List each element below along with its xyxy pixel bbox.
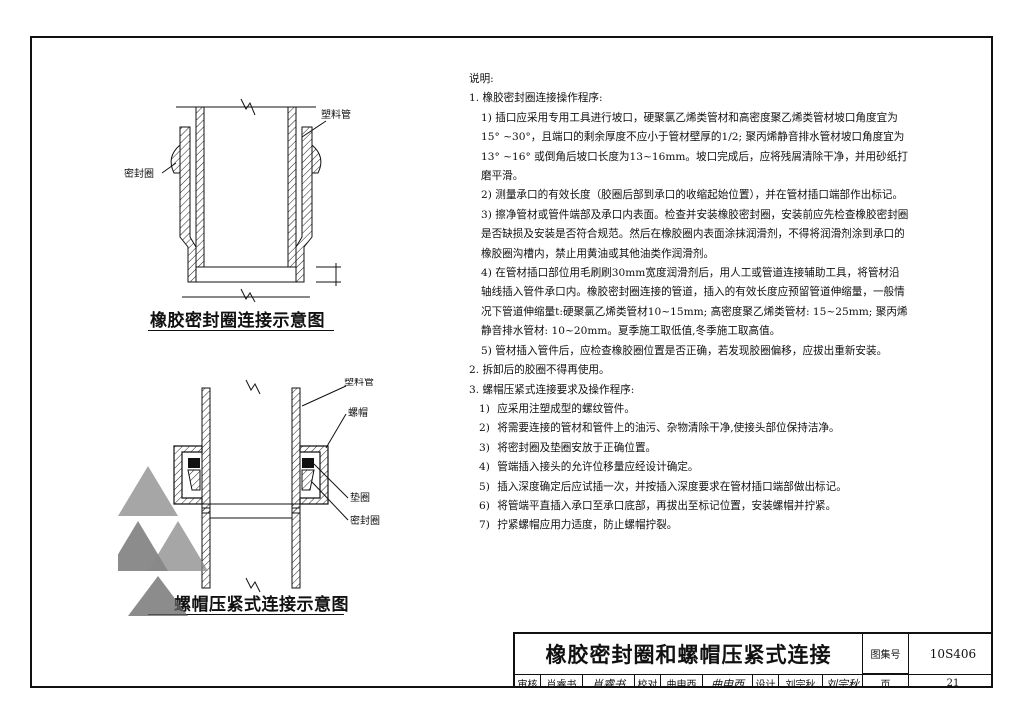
note-number: 4) bbox=[479, 461, 490, 474]
note-item: 2. 拆卸后的胶圈不得再使用。 bbox=[469, 361, 909, 380]
note-item: 4) 在管材插口部位用毛刷刷30mm宽度润滑剂后，用人工或管道连接辅助工具，将管… bbox=[469, 264, 909, 342]
note-text: 在管材插口部位用毛刷刷30mm宽度润滑剂后，用人工或管道连接辅助工具，将管材沿轴… bbox=[481, 267, 908, 338]
note-number: 3) bbox=[481, 208, 492, 221]
pipe-wall-right bbox=[291, 387, 301, 514]
page-number: 21 bbox=[946, 678, 960, 688]
note-number: 5) bbox=[479, 480, 490, 493]
signature-row: 审核 肖睿书 肖睿书 校对 曲申西 曲申西 设计 刘宗秋 刘宗秋 页 21 bbox=[515, 674, 991, 688]
gasket-left bbox=[188, 458, 200, 468]
note-number: 6) bbox=[479, 499, 490, 512]
note-item: 1) 应采用注塑成型的螺纹管件。 bbox=[469, 400, 909, 419]
note-item: 6) 将管端平直插入承口至承口底部，再拔出至标记位置，安装螺帽并拧紧。 bbox=[469, 497, 909, 516]
drawing-sheet: 密封圈 塑料管 橡胶密封圈连接示意图 bbox=[30, 36, 993, 688]
note-number: 5) bbox=[481, 344, 492, 357]
label-seal: 密封圈 bbox=[350, 514, 380, 527]
note-item: 5) 管材插入管件后，应检查橡胶圈位置是否正确，若发现胶圈偏移，应拔出重新安装。 bbox=[469, 342, 909, 361]
notes-list: 1. 橡胶密封圈连接操作程序:1) 插口应采用专用工具进行坡口，硬聚氯乙烯类管材… bbox=[469, 89, 909, 535]
note-number: 2) bbox=[479, 422, 490, 435]
design-signature: 刘宗秋 bbox=[823, 675, 863, 686]
review-name: 肖睿书 bbox=[541, 675, 583, 686]
note-text: 拧紧螺帽应用力适度，防止螺帽拧裂。 bbox=[497, 519, 678, 532]
note-text: 橡胶密封圈连接操作程序: bbox=[482, 92, 603, 105]
label-pipe: 塑料管 bbox=[321, 108, 351, 121]
label-pipe: 塑料管 bbox=[344, 378, 374, 388]
note-number: 3. bbox=[469, 383, 480, 396]
gasket-right bbox=[302, 458, 314, 468]
note-item: 4) 管端插入接头的允许位移量应经设计确定。 bbox=[469, 458, 909, 477]
note-text: 将密封圈及垫圈安放于正确位置。 bbox=[497, 441, 657, 454]
review-label: 审核 bbox=[515, 675, 541, 686]
note-number: 1. bbox=[469, 92, 480, 105]
note-number: 7) bbox=[479, 519, 490, 532]
note-text: 拆卸后的胶圈不得再使用。 bbox=[482, 364, 610, 377]
note-text: 插口应采用专用工具进行坡口，硬聚氯乙烯类管材和高密度聚乙烯类管材坡口角度宜为15… bbox=[481, 111, 908, 183]
design-label: 设计 bbox=[753, 675, 779, 686]
note-item: 7) 拧紧螺帽应用力适度，防止螺帽拧裂。 bbox=[469, 516, 909, 535]
title-block: 橡胶密封圈和螺帽压紧式连接 图集号 10S406 审核 肖睿书 肖睿书 校对 曲… bbox=[513, 632, 991, 688]
check-label: 校对 bbox=[635, 675, 661, 686]
socket-wall-right bbox=[295, 126, 313, 283]
note-number: 1) bbox=[481, 111, 492, 124]
note-number: 2. bbox=[469, 364, 480, 377]
note-item: 2) 将需要连接的管材和管件上的油污、杂物清除干净,使接头部位保持洁净。 bbox=[469, 419, 909, 438]
note-item: 1) 插口应采用专用工具进行坡口，硬聚氯乙烯类管材和高密度聚乙烯类管材坡口角度宜… bbox=[469, 109, 909, 187]
seal-left bbox=[187, 469, 201, 491]
drawing-title: 橡胶密封圈和螺帽压紧式连接 bbox=[515, 634, 863, 674]
note-item: 5) 插入深度确定后应试插一次，并按插入深度要求在管材插口端部做出标记。 bbox=[469, 478, 909, 497]
note-number: 1) bbox=[479, 402, 490, 415]
notes-section: 说明: 1. 橡胶密封圈连接操作程序:1) 插口应采用专用工具进行坡口，硬聚氯乙… bbox=[469, 70, 909, 536]
note-text: 管端插入接头的允许位移量应经设计确定。 bbox=[497, 461, 699, 474]
label-nut: 螺帽 bbox=[348, 406, 368, 419]
notes-heading: 说明: bbox=[469, 73, 494, 85]
seal-right bbox=[301, 469, 315, 491]
seal-ring-right bbox=[311, 143, 322, 174]
seal-ring-left bbox=[170, 143, 181, 174]
note-item: 3. 螺帽压紧式连接要求及操作程序: bbox=[469, 381, 909, 400]
atlas-number: 10S406 bbox=[929, 647, 977, 661]
note-text: 插入深度确定后应试插一次，并按插入深度要求在管材插口端部做出标记。 bbox=[497, 480, 847, 493]
note-number: 3) bbox=[479, 441, 490, 454]
note-item: 3) 擦净管材或管件端部及承口内表面。检查并安装橡胶密封圈，安装前应先检查橡胶密… bbox=[469, 206, 909, 264]
note-text: 应采用注塑成型的螺纹管件。 bbox=[497, 402, 635, 415]
note-text: 擦净管材或管件端部及承口内表面。检查并安装橡胶密封圈，安装前应先检查橡胶密封圈是… bbox=[481, 208, 909, 260]
note-item: 2) 测量承口的有效长度（胶圈后部到承口的收缩起始位置），并在管材插口端部作出标… bbox=[469, 186, 909, 205]
caption-underline bbox=[148, 330, 334, 331]
atlas-label: 图集号 bbox=[863, 634, 909, 674]
review-signature: 肖睿书 bbox=[583, 675, 635, 686]
note-item: 1. 橡胶密封圈连接操作程序: bbox=[469, 89, 909, 108]
note-number: 2) bbox=[481, 189, 492, 202]
caption-underline bbox=[148, 614, 344, 615]
page-label: 页 bbox=[863, 675, 909, 686]
label-gasket: 垫圈 bbox=[350, 491, 370, 504]
nut-compression-diagram: 塑料管 螺帽 垫圈 密封圈 bbox=[173, 378, 380, 593]
watermark-logo bbox=[118, 466, 208, 616]
note-text: 测量承口的有效长度（胶圈后部到承口的收缩起始位置），并在管材插口端部作出标记。 bbox=[495, 189, 904, 202]
note-text: 将管端平直插入承口至承口底部，再拔出至标记位置，安装螺帽并拧紧。 bbox=[497, 499, 837, 512]
note-text: 螺帽压紧式连接要求及操作程序: bbox=[482, 383, 635, 396]
caption-nut-compression: 螺帽压紧式连接示意图 bbox=[174, 595, 349, 615]
pipe-wall-right bbox=[287, 106, 297, 268]
caption-rubber-seal: 橡胶密封圈连接示意图 bbox=[150, 311, 325, 331]
rubber-seal-diagram: 密封圈 塑料管 bbox=[124, 98, 351, 302]
design-name: 刘宗秋 bbox=[779, 675, 823, 686]
check-signature: 曲申西 bbox=[703, 675, 753, 686]
socket-wall-left bbox=[179, 126, 197, 283]
pipe-wall-left bbox=[195, 106, 205, 268]
note-item: 3) 将密封圈及垫圈安放于正确位置。 bbox=[469, 439, 909, 458]
note-text: 将需要连接的管材和管件上的油污、杂物清除干净,使接头部位保持洁净。 bbox=[497, 422, 840, 435]
label-seal: 密封圈 bbox=[124, 167, 154, 180]
check-name: 曲申西 bbox=[661, 675, 703, 686]
note-number: 4) bbox=[481, 267, 492, 280]
note-text: 管材插入管件后，应检查橡胶圈位置是否正确，若发现胶圈偏移，应拔出重新安装。 bbox=[495, 344, 888, 357]
